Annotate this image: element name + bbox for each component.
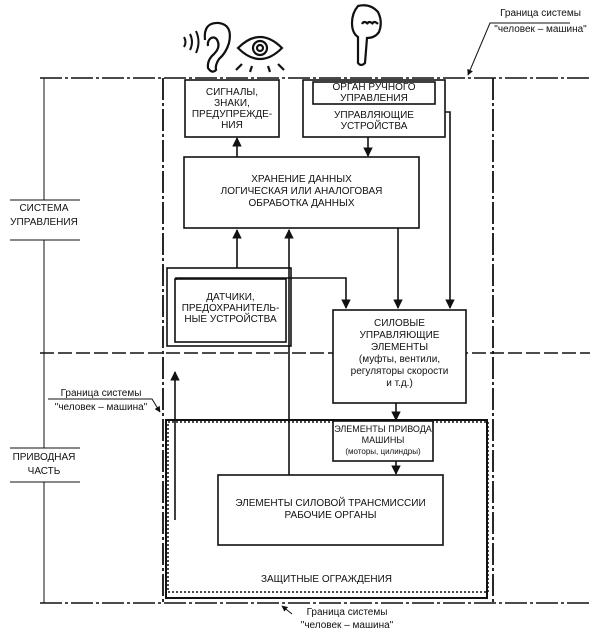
control-devices-text-line: УПРАВЛЯЮЩИЕ (334, 110, 414, 121)
control-system-label: СИСТЕМА УПРАВЛЕНИЯ (4, 203, 84, 229)
control-devices-text-line: УСТРОЙСТВА (340, 121, 408, 132)
drive-elements-text-line: ЭЛЕМЕНТЫ ПРИВОДА (334, 424, 432, 434)
drive-elements-text: ЭЛЕМЕНТЫ ПРИВОДА МАШИНЫ (моторы, цилиндр… (333, 424, 433, 457)
data-processing-text: ХРАНЕНИЕ ДАННЫХ ЛОГИЧЕСКАЯ ИЛИ АНАЛОГОВА… (184, 174, 419, 210)
boundary-label-top: Граница системы "человек – машина" (478, 8, 603, 36)
drive-part-dotted-frame (167, 421, 489, 593)
power-control-text-line: (муфты, вентили, (358, 354, 441, 365)
power-control-block (332, 309, 467, 404)
sensors-text-line: НЫЕ УСТРОЙСТВА (184, 314, 277, 325)
protective-guard-frame (165, 419, 488, 599)
boundary-label-bottom-line2: "человек – машина" (300, 620, 394, 631)
sensors-text-line: ПРЕДОХРАНИТЕЛЬ- (181, 303, 280, 314)
drive-elements-text-line: (моторы, цилиндры) (345, 447, 421, 456)
drive-elements-text-line: МАШИНЫ (361, 435, 405, 445)
transmission-text: ЭЛЕМЕНТЫ СИЛОВОЙ ТРАНСМИССИИ РАБОЧИЕ ОРГ… (218, 498, 443, 522)
drive-part-label: ПРИВОДНАЯ ЧАСТЬ (4, 452, 84, 478)
signals-text: СИГНАЛЫ, ЗНАКИ, ПРЕДУПРЕЖДЕ- НИЯ (185, 87, 279, 131)
signals-text-line: СИГНАЛЫ, (205, 87, 259, 98)
signals-text-line: НИЯ (221, 120, 243, 131)
callout-top-leader (467, 22, 570, 76)
control-system-label-line1: СИСТЕМА (19, 203, 69, 214)
signals-text-line: ЗНАКИ, (214, 98, 250, 109)
boundary-callouts (48, 22, 570, 615)
boundary-label-left-line1: Граница системы (60, 388, 142, 399)
left-dimension-lines (10, 78, 80, 603)
system-boundary-lines (40, 77, 590, 604)
power-control-text-line: СИЛОВЫЕ (374, 318, 425, 329)
data-processing-block (183, 156, 420, 229)
power-control-text-line: регуляторы скорости (350, 366, 449, 377)
data-processing-text-line: ХРАНЕНИЕ ДАННЫХ (251, 174, 352, 185)
power-control-text: СИЛОВЫЕ УПРАВЛЯЮЩИЕ ЭЛЕМЕНТЫ (муфты, вен… (333, 318, 466, 390)
data-processing-text-line: ОБРАБОТКА ДАННЫХ (248, 198, 355, 209)
manual-control-text-line: УПРАВЛЕНИЯ (340, 93, 408, 104)
sensors-text-line: ДАТЧИКИ, (206, 292, 255, 303)
boundary-label-left-line2: "человек – машина" (54, 402, 148, 413)
manual-control-text-line: ОРГАН РУЧНОГО (332, 82, 416, 93)
transmission-text-line: ЭЛЕМЕНТЫ СИЛОВОЙ ТРАНСМИССИИ (235, 498, 426, 509)
transmission-text-line: РАБОЧИЕ ОРГАНЫ (284, 510, 377, 521)
manual-control-block (312, 81, 436, 105)
drive-elements-block (332, 420, 434, 462)
signals-block (184, 79, 280, 138)
signal-arrows (170, 111, 455, 520)
power-control-text-line: ЭЛЕМЕНТЫ (370, 342, 429, 353)
protective-guards-label: ЗАЩИТНЫЕ ОГРАЖДЕНИЯ (260, 574, 393, 585)
manual-control-text: ОРГАН РУЧНОГО УПРАВЛЕНИЯ (313, 82, 435, 104)
callout-bottom-leader (281, 605, 293, 615)
eye-icon (235, 35, 285, 73)
sensors-outer-frame (166, 267, 292, 347)
boundary-label-left: Граница системы "человек – машина" (40, 388, 162, 414)
boundary-label-top-line1: Граница системы (500, 8, 581, 19)
sensors-block (174, 278, 287, 343)
pointing-hand-icon (350, 4, 382, 67)
ear-icon (203, 21, 231, 73)
control-devices-text: УПРАВЛЯЮЩИЕ УСТРОЙСТВА (303, 110, 445, 132)
sensors-text: ДАТЧИКИ, ПРЕДОХРАНИТЕЛЬ- НЫЕ УСТРОЙСТВА (175, 292, 286, 325)
arrow-sensors-to-power (175, 277, 351, 309)
boundary-label-bottom-line1: Граница системы (306, 607, 388, 618)
drive-part-label-line1: ПРИВОДНАЯ (12, 452, 76, 463)
data-processing-text-line: ЛОГИЧЕСКАЯ ИЛИ АНАЛОГОВАЯ (220, 186, 383, 197)
power-control-text-line: и т.д.) (386, 378, 413, 389)
boundary-label-bottom: Граница системы "человек – машина" (282, 607, 412, 632)
sound-waves-icon (183, 30, 200, 54)
power-control-text-line: УПРАВЛЯЮЩИЕ (359, 330, 440, 341)
arrow-controls-to-power (445, 111, 455, 309)
callout-left-leader (48, 398, 161, 413)
drive-part-label-line2: ЧАСТЬ (27, 466, 61, 477)
transmission-block (217, 474, 444, 546)
signals-text-line: ПРЕДУПРЕЖДЕ- (191, 109, 273, 120)
control-system-label-line2: УПРАВЛЕНИЯ (10, 217, 78, 228)
boundary-label-top-line2: "человек – машина" (494, 24, 587, 35)
